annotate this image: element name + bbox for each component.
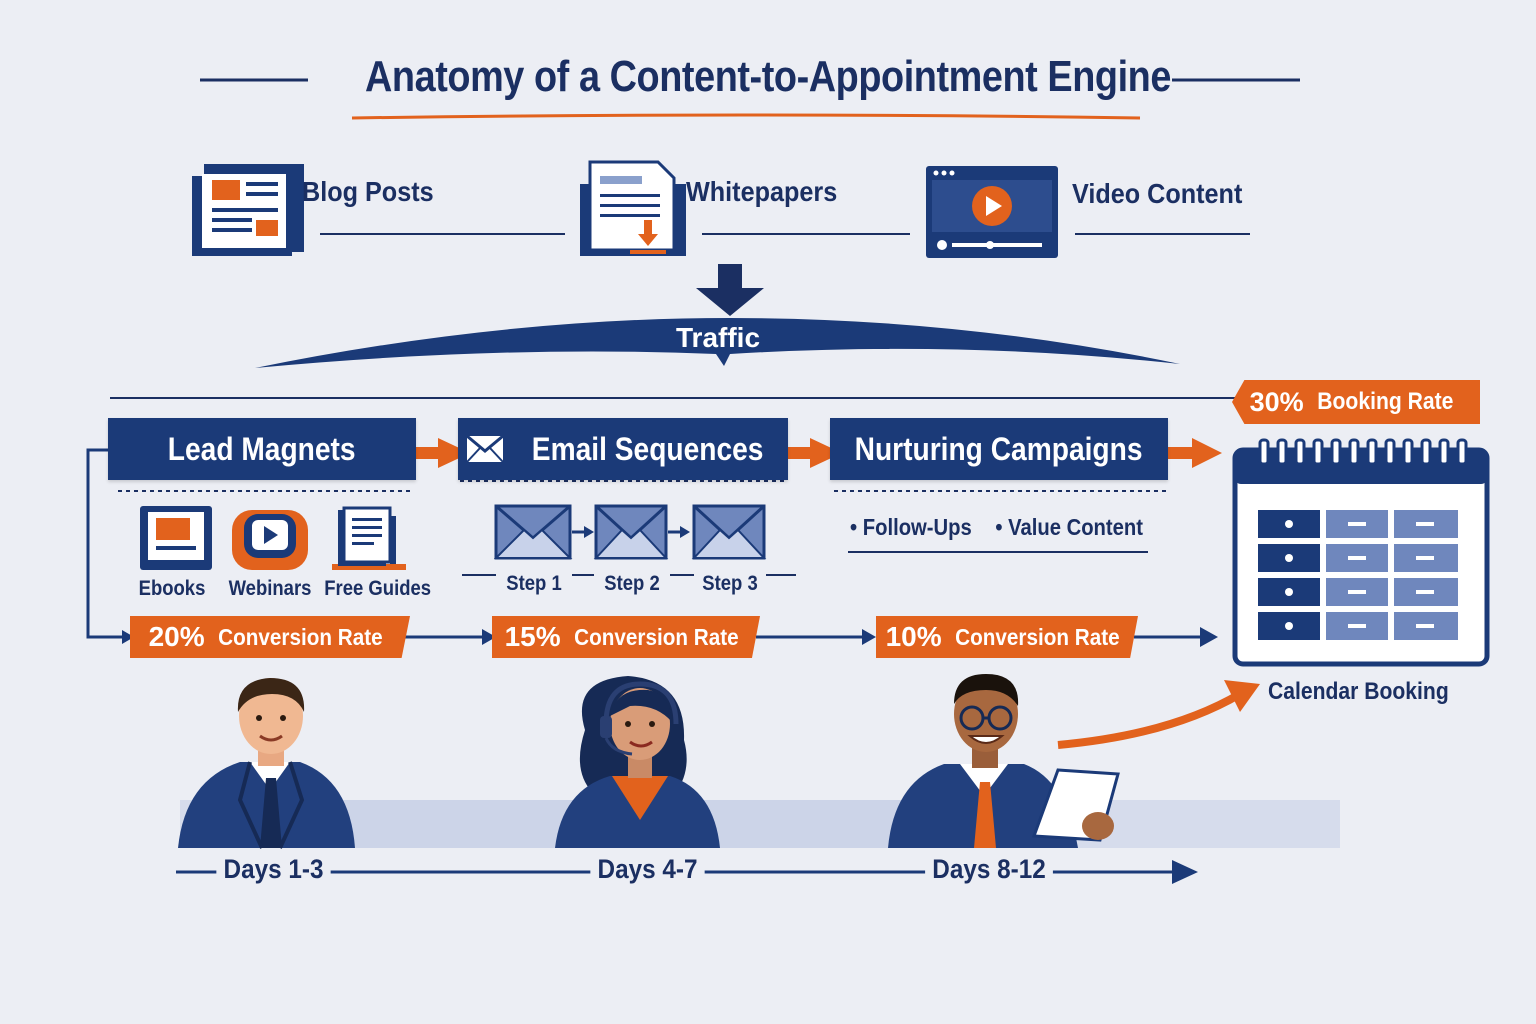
support-agent-illustration — [555, 676, 720, 848]
envelope-icon — [466, 435, 505, 463]
calendar-icon — [1232, 438, 1490, 667]
source-label-video: Video Content — [1072, 178, 1243, 209]
item-webinars: Webinars — [228, 577, 312, 600]
calendar-booking-label: Calendar Booking — [1268, 678, 1449, 705]
stage-label-lead-magnets: Lead Magnets — [168, 430, 356, 467]
bullet-icon: • — [850, 514, 858, 540]
rate-text: Conversion Rate — [573, 623, 739, 650]
source-label-blog: Blog Posts — [302, 176, 434, 207]
step-1-label: Step 1 — [506, 572, 562, 595]
item-value-content: Value Content — [1008, 514, 1144, 540]
whitepaper-icon — [580, 160, 686, 256]
booking-rate-tag: 30% Booking Rate — [1232, 380, 1480, 424]
email-steps — [494, 504, 767, 560]
step-2-envelope-icon — [593, 504, 669, 560]
traffic-funnel — [255, 318, 1180, 368]
day-label-2: Days 4-7 — [590, 854, 705, 885]
left-connector — [86, 448, 132, 639]
stage-nurturing-campaigns: Nurturing Campaigns — [830, 418, 1168, 480]
nurturing-bullets: • Follow-Ups • Value Content — [850, 514, 1143, 541]
ebook-icon — [140, 506, 212, 570]
down-arrow-icon — [696, 264, 764, 316]
rate-number: 20% — [148, 621, 205, 652]
item-follow-ups: Follow-Ups — [862, 514, 972, 540]
rate-tag-lead-magnets: 20% Conversion Rate — [130, 616, 410, 658]
step-3-label: Step 3 — [702, 572, 758, 595]
day-label-1: Days 1-3 — [216, 854, 331, 885]
item-ebooks: Ebooks — [138, 577, 206, 600]
blog-post-icon — [192, 164, 304, 256]
booking-rate-text: Booking Rate — [1316, 388, 1454, 415]
title-underline — [351, 113, 1141, 120]
bullet-icon: • — [995, 514, 1003, 540]
step-2-label: Step 2 — [604, 572, 660, 595]
day-label-3: Days 8-12 — [925, 854, 1053, 885]
item-free-guides: Free Guides — [324, 577, 432, 600]
webinar-icon — [232, 510, 308, 570]
booking-rate-number: 30% — [1249, 386, 1304, 417]
rate-number: 10% — [885, 621, 942, 652]
timeline-arrow-icon — [1172, 860, 1198, 884]
businessman-illustration — [178, 678, 355, 849]
traffic-label: Traffic — [675, 322, 761, 353]
stage-label-email-sequences: Email Sequences — [532, 430, 764, 467]
rate-tag-nurturing: 10% Conversion Rate — [876, 616, 1138, 658]
stage-label-nurturing-campaigns: Nurturing Campaigns — [855, 430, 1143, 467]
step-1-envelope-icon — [494, 504, 573, 560]
stage-lead-magnets: Lead Magnets — [108, 418, 416, 480]
rate-number: 15% — [504, 621, 561, 652]
booking-arrow — [1057, 690, 1243, 749]
rate-tag-email-sequences: 15% Conversion Rate — [492, 616, 760, 658]
video-player-icon — [926, 166, 1058, 258]
rate-text: Conversion Rate — [954, 623, 1120, 650]
page-title: Anatomy of a Content-to-Appointment Engi… — [365, 52, 1171, 101]
consultant-illustration — [888, 674, 1120, 848]
stage-email-sequences: Email Sequences — [458, 418, 788, 480]
source-label-whitepapers: Whitepapers — [686, 176, 838, 207]
rate-text: Conversion Rate — [217, 623, 383, 650]
free-guide-icon — [332, 506, 406, 570]
calendar-grid — [1258, 510, 1458, 640]
step-3-envelope-icon — [691, 504, 767, 560]
